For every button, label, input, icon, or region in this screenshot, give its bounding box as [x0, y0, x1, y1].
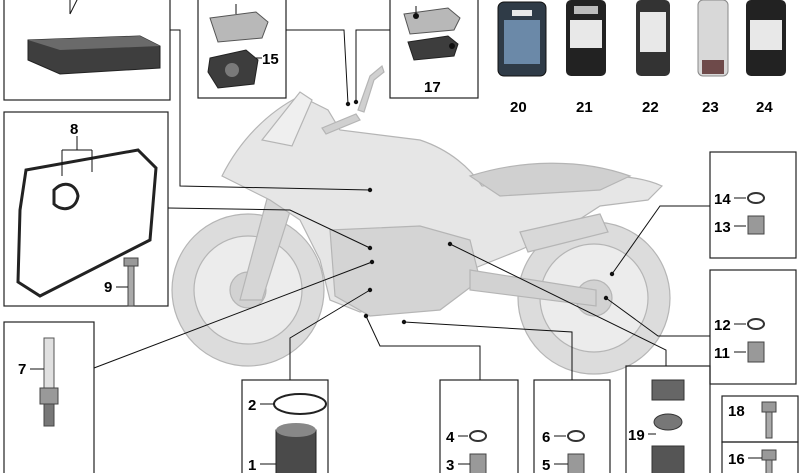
leader-3-4 — [365, 315, 481, 380]
label-16: 16 — [728, 451, 745, 468]
box-11-12 — [709, 269, 797, 385]
part-15-drawing — [207, 4, 269, 89]
label-19: 19 — [628, 427, 645, 444]
leader-13 — [611, 205, 710, 275]
box-1-2 — [241, 379, 329, 473]
oil-bottle-22 — [636, 0, 670, 76]
gasket-8-drawing — [16, 136, 158, 298]
box-16 — [721, 441, 799, 473]
plug-3-4-drawing — [469, 430, 487, 473]
spark-plug-7-drawing — [39, 337, 59, 427]
label-8: 8 — [70, 121, 78, 138]
bolt-9-drawing — [123, 257, 139, 307]
label-7: 7 — [18, 361, 26, 378]
box-3-4 — [439, 379, 519, 473]
oil-bottle-23 — [697, 0, 729, 77]
label-6: 6 — [542, 429, 550, 446]
leader-1-2 — [289, 289, 371, 380]
box-8-9 — [3, 111, 169, 307]
leader-8 — [167, 207, 371, 249]
leader-15 — [286, 29, 349, 105]
box-19 — [625, 365, 711, 473]
air-filter-part — [27, 0, 161, 75]
box-air-filter — [3, 0, 171, 101]
box-15 — [197, 0, 287, 99]
label-3: 3 — [446, 457, 454, 473]
part-17-drawing — [403, 6, 461, 61]
label-15: 15 — [262, 51, 279, 68]
box-13-14 — [709, 151, 797, 259]
leader-11 — [605, 297, 710, 337]
leader-5-6 — [403, 321, 573, 380]
label-17: 17 — [424, 79, 441, 96]
label-12: 12 — [714, 317, 731, 334]
leader-7 — [93, 261, 373, 369]
label-9: 9 — [104, 279, 112, 296]
screw-18-drawing — [761, 401, 777, 439]
cap-19-drawing — [651, 379, 685, 473]
part-labels: 15 17 20 21 22 23 24 8 9 7 2 1 4 3 6 5 1… — [18, 51, 773, 473]
box-7 — [3, 321, 95, 473]
label-22: 22 — [642, 99, 659, 116]
leader-17 — [355, 29, 390, 102]
oil-bottle-24 — [746, 0, 786, 76]
label-21: 21 — [576, 99, 593, 116]
oil-bottle-20 — [497, 1, 547, 77]
label-4: 4 — [446, 429, 455, 446]
label-24: 24 — [756, 99, 773, 116]
screw-16-drawing — [761, 449, 777, 473]
label-13: 13 — [714, 219, 731, 236]
label-23: 23 — [702, 99, 719, 116]
label-11: 11 — [714, 345, 730, 362]
leader-lines — [93, 29, 710, 380]
leader-19 — [449, 243, 667, 366]
label-20: 20 — [510, 99, 527, 116]
label-5: 5 — [542, 457, 550, 473]
box-17 — [389, 0, 479, 99]
leader-air-filter — [170, 29, 371, 191]
label-14: 14 — [714, 191, 731, 208]
oil-filter-1-drawing — [273, 393, 327, 473]
plug-13-14-drawing — [747, 192, 765, 235]
label-1: 1 — [248, 457, 256, 473]
label-2: 2 — [248, 397, 256, 414]
plug-5-6-drawing — [567, 430, 585, 473]
label-18: 18 — [728, 403, 745, 420]
motorcycle-illustration — [171, 64, 671, 375]
plug-11-12-drawing — [747, 318, 765, 363]
leader-dots — [345, 99, 615, 325]
oil-bottle-21 — [566, 0, 606, 76]
